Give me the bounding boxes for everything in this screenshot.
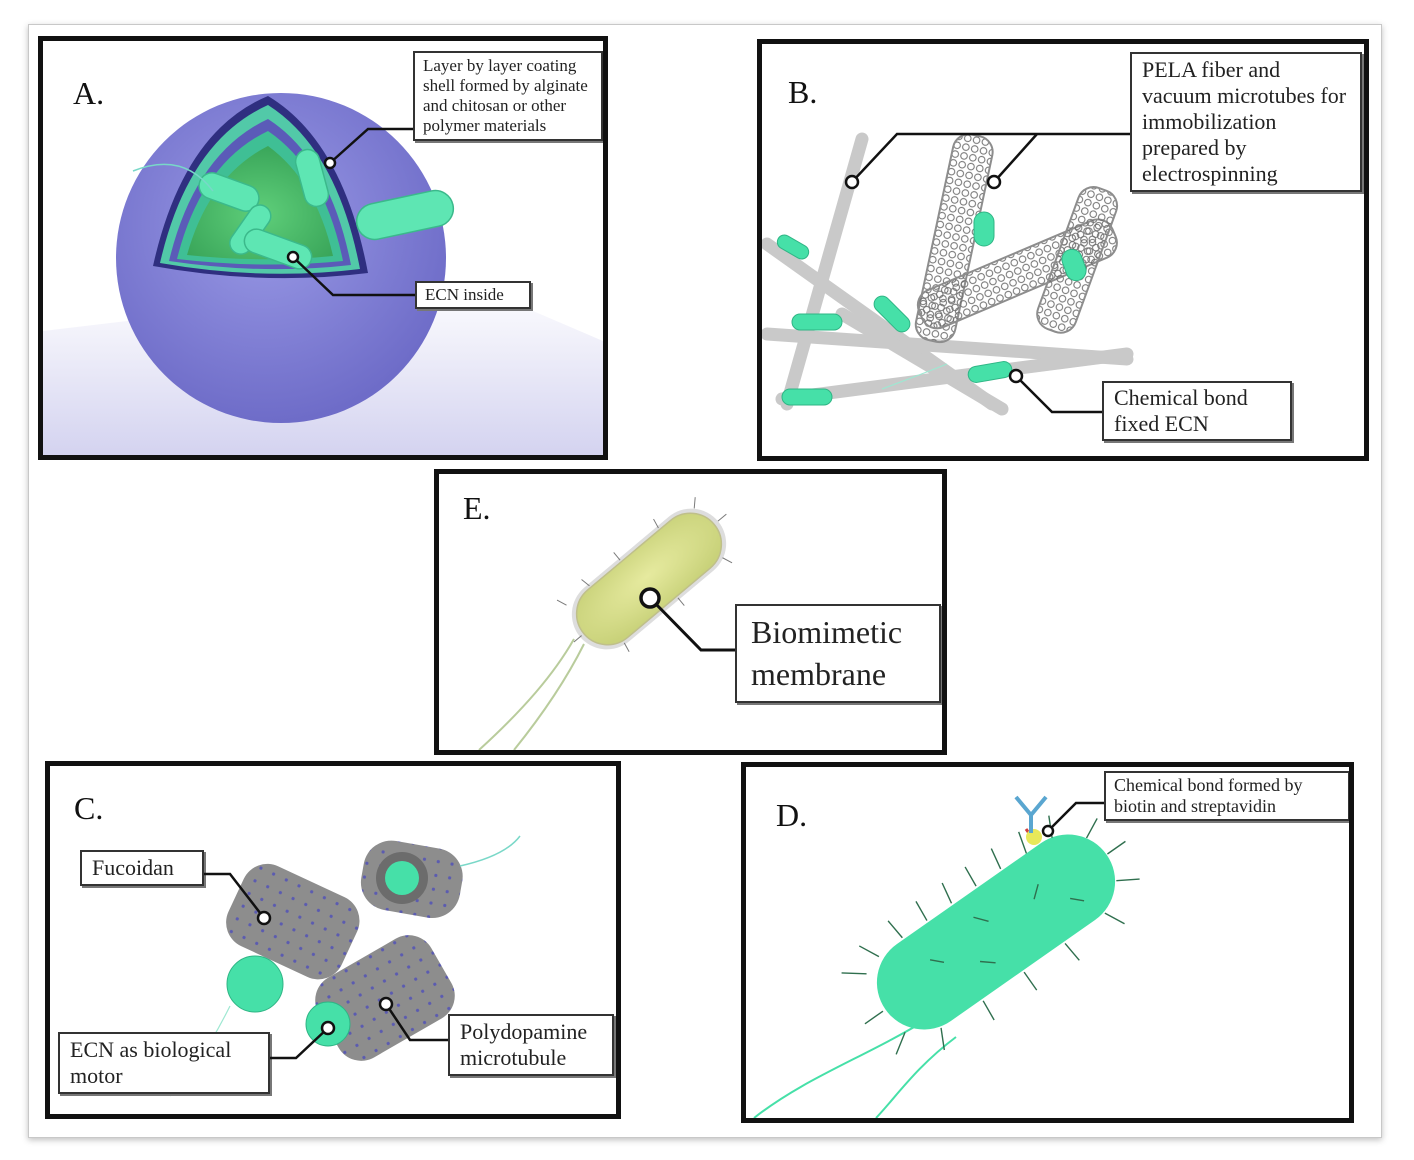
callout-ecn-inside: ECN inside xyxy=(415,281,531,310)
biomimetic-membrane-illustration xyxy=(478,497,733,750)
panel-e: E. Biomimetic membrane xyxy=(434,469,947,755)
callout-polydopamine: Polydopamine microtubule xyxy=(448,1014,614,1076)
biotin-streptavidin-bacterium-illustration xyxy=(753,795,1140,1118)
panel-d-label: D. xyxy=(776,797,808,833)
panel-a: A. Layer by layer coating shell formed b… xyxy=(38,36,608,460)
panel-a-label: A. xyxy=(73,75,105,111)
panel-e-label: E. xyxy=(463,490,491,526)
callout-chemical-bond-fixed: Chemical bond fixed ECN xyxy=(1102,381,1292,441)
callout-biomimetic-membrane: Biomimetic membrane xyxy=(735,604,941,704)
callout-fucoidan: Fucoidan xyxy=(80,850,204,886)
callout-biotin-streptavidin: Chemical bond formed by biotin and strep… xyxy=(1104,771,1349,822)
panel-b-label: B. xyxy=(788,74,818,110)
callout-lbl-shell: Layer by layer coating shell formed by a… xyxy=(413,51,603,142)
panel-d: D. Chemical bond formed by biotin and st… xyxy=(741,762,1354,1123)
streptavidin-marker xyxy=(1014,795,1048,845)
callout-pela-fiber: PELA fiber and vacuum microtubes for imm… xyxy=(1130,52,1362,192)
panel-c: C. Fucoidan ECN as biological motor Poly… xyxy=(45,761,621,1119)
callout-ecn-motor: ECN as biological motor xyxy=(58,1032,270,1094)
panel-b: B. PELA fiber and vacuum microtubes for … xyxy=(757,39,1369,461)
panel-c-label: C. xyxy=(74,790,104,826)
